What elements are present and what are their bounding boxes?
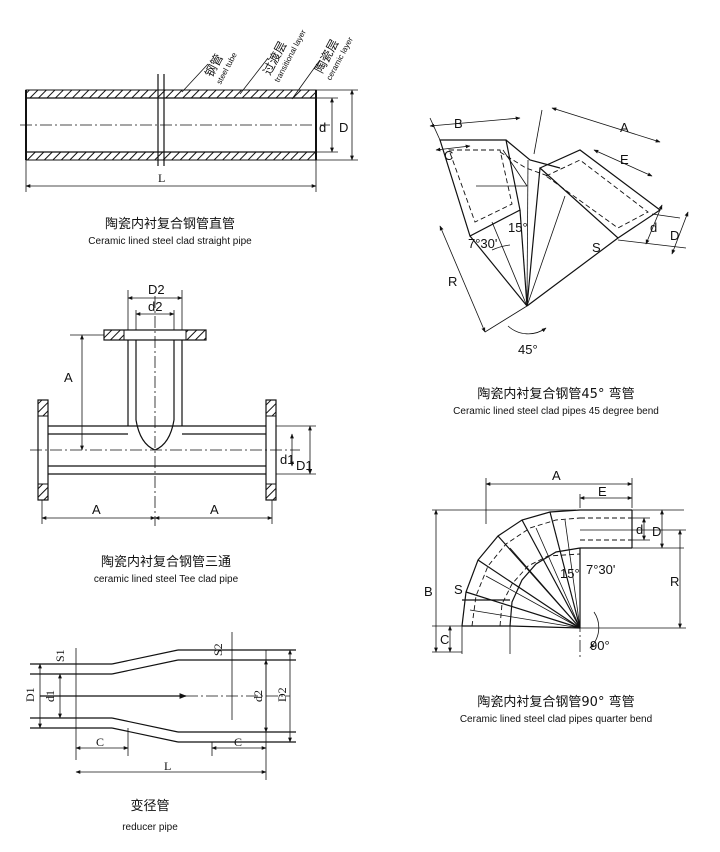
bend45-angle-half: 7°30'	[468, 236, 497, 251]
tee-dim-d1: d1	[280, 452, 294, 467]
bend45-dim-E: E	[620, 152, 629, 167]
reducer-dim-d1: d1	[43, 690, 57, 702]
reducer-caption-zh: 变径管	[130, 798, 169, 814]
bend90-angle-segment: 15°	[560, 566, 580, 581]
bend90-angle-total: 90°	[590, 638, 610, 653]
bend-90-drawing	[432, 478, 686, 660]
bend45-dim-S: S	[592, 240, 601, 255]
reducer-dim-D1: D1	[23, 687, 37, 702]
bend90-dim-A: A	[552, 468, 561, 483]
bend90-dim-S: S	[454, 582, 463, 597]
bend-45-caption-en: Ceramic lined steel clad pipes 45 degree…	[453, 406, 659, 417]
reducer-dim-d2: d2	[251, 690, 265, 702]
bend45-angle-total: 45°	[518, 342, 538, 357]
reducer-dim-C-left: C	[96, 735, 104, 749]
bend-45-drawing	[429, 107, 689, 335]
bend90-dim-R: R	[670, 574, 679, 589]
tee-dim-A-left: A	[92, 502, 101, 517]
straight-dim-D: D	[339, 120, 348, 135]
bend45-dim-R: R	[448, 274, 457, 289]
bend45-angle-segment: 15°	[508, 220, 528, 235]
bend45-dim-D: D	[670, 228, 679, 243]
straight-pipe-drawing	[20, 57, 358, 192]
bend90-dim-E: E	[598, 484, 607, 499]
reducer-drawing	[30, 632, 296, 780]
straight-dim-L: L	[158, 171, 165, 185]
straight-pipe-caption-en: Ceramic lined steel clad straight pipe	[88, 236, 252, 247]
bend45-dim-B: B	[454, 116, 463, 131]
bend90-angle-half: 7°30'	[586, 562, 615, 577]
tee-dim-A-right: A	[210, 502, 219, 517]
tee-dim-D1: D1	[296, 458, 313, 473]
bend-45-caption-zh: 陶瓷内衬复合钢管45° 弯管	[477, 386, 634, 402]
tee-drawing	[30, 290, 316, 526]
tee-dim-D2: D2	[148, 282, 165, 297]
reducer-dim-S1: S1	[53, 649, 67, 662]
bend45-dim-C: C	[444, 148, 453, 163]
straight-dim-d: d	[319, 120, 326, 135]
bend45-dim-d: d	[650, 220, 657, 235]
bend45-dim-A: A	[620, 120, 629, 135]
tee-caption-zh: 陶瓷内衬复合钢管三通	[101, 554, 231, 570]
bend-90-caption-en: Ceramic lined steel clad pipes quarter b…	[460, 714, 652, 725]
tee-dim-A-vertical: A	[64, 370, 73, 385]
bend-90-caption-zh: 陶瓷内衬复合钢管90° 弯管	[477, 694, 634, 710]
straight-pipe-caption-zh: 陶瓷内衬复合钢管直管	[105, 216, 235, 232]
reducer-dim-C-right: C	[234, 735, 242, 749]
reducer-caption-en: reducer pipe	[122, 822, 178, 833]
reducer-dim-S2: S2	[211, 643, 225, 656]
bend90-dim-D: D	[652, 524, 661, 539]
tee-dim-d2: d2	[148, 299, 162, 314]
reducer-dim-L: L	[164, 759, 171, 773]
tee-caption-en: ceramic lined steel Tee clad pipe	[94, 574, 239, 585]
bend90-dim-B: B	[424, 584, 433, 599]
bend90-dim-d: d	[636, 522, 643, 537]
bend90-dim-C: C	[440, 632, 449, 647]
reducer-dim-D2: D2	[275, 687, 289, 702]
